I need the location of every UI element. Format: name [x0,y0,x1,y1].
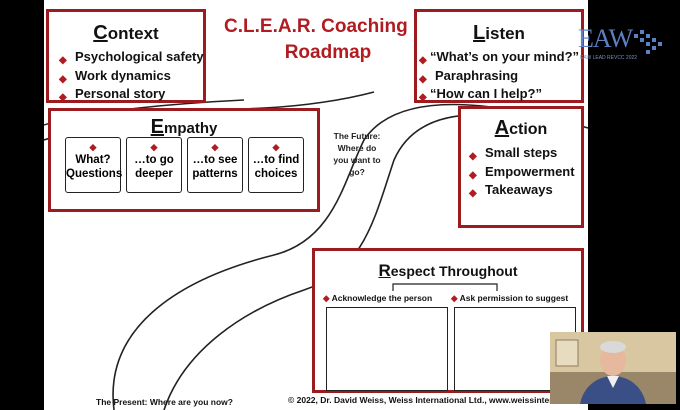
respect-sub-right: ◆ Ask permission to suggest [451,293,569,303]
listen-header: Listen [417,22,581,45]
context-item: Psychological safety [57,48,204,70]
empathy-box: Empathy ◆ What? Questions ◆ …to go deepe… [48,108,320,212]
empathy-card-line1: …to find [252,154,300,166]
presenter-image [550,332,676,404]
listen-list: “What’s on your mind?” Paraphrasing “How… [417,48,581,107]
context-box: Context Psychological safety Work dynami… [46,9,206,107]
empathy-initial: E [150,116,164,138]
webcam-video-feed [550,332,676,404]
empathy-card-what: ◆ What? Questions [65,137,123,193]
present-note: The Present: Where are you now? [96,397,233,407]
context-list: Psychological safety Work dynamics Perso… [57,48,204,107]
action-list: Small steps Empowerment Takeaways [467,144,581,203]
context-item: Personal story [57,85,203,107]
action-item: Takeaways [467,181,581,203]
context-header: Context [49,22,203,45]
action-item: Empowerment [467,163,581,185]
action-box: Action Small steps Empowerment Takeaways [458,106,584,228]
action-header: Action [461,117,581,140]
context-rest: ontext [107,24,159,43]
empathy-card-choices: ◆ …to find choices [248,137,304,193]
slide-title: C.L.E.A.R. Coaching ™ Roadmap [208,14,448,66]
respect-sub-right-label: Ask permission to suggest [459,293,569,303]
listen-item: Paraphrasing [417,67,581,89]
listen-initial: L [473,22,486,44]
presentation-slide: C.L.E.A.R. Coaching ™ Roadmap Context Ps… [44,0,588,410]
context-initial: C [93,22,108,44]
empathy-rest: mpathy [164,120,218,137]
title-line-2: Roadmap [284,42,372,63]
action-initial: A [494,117,510,139]
empathy-card-line2: patterns [192,168,238,180]
empathy-card-deeper: ◆ …to go deeper [126,137,182,193]
empathy-card-line1: …to go [134,154,174,166]
respect-bracket [392,283,498,291]
logo-subtitle: EAW LEAD REVCC 2022 [580,55,638,61]
empathy-card-line2: deeper [135,168,173,180]
respect-box: Respect Throughout ◆ Acknowledge the per… [312,248,584,393]
empathy-card-line2: Questions [66,168,123,180]
listen-item: “What’s on your mind?” [417,48,581,70]
empathy-header: Empathy [51,116,317,139]
listen-item: “How can I help?” [417,85,581,107]
context-item: Work dynamics [57,67,203,89]
empathy-card-line1: …to see [192,154,238,166]
listen-rest: isten [485,24,525,43]
respect-sub-left-label: Acknowledge the person [331,293,433,303]
action-rest: ction [509,121,548,138]
respect-box-left [326,307,448,391]
title-line-1: C.L.E.A.R. Coaching ™ [224,16,432,37]
empathy-card-line1: What? [75,154,111,166]
respect-initial: R [378,261,391,280]
future-note: The Future: Where do you want to go? [333,131,381,177]
listen-box: Listen “What’s on your mind?” Paraphrasi… [414,9,584,107]
copyright: © 2022, Dr. David Weiss, Weiss Internati… [288,395,573,405]
respect-rest: espect Throughout [390,263,518,279]
logo-text: EAW [578,24,633,53]
action-item: Small steps [467,144,581,166]
empathy-card-line2: choices [254,168,298,180]
respect-header: Respect Throughout [315,261,581,281]
empathy-card-patterns: ◆ …to see patterns [187,137,243,193]
respect-sub-left: ◆ Acknowledge the person [323,293,433,303]
conference-logo: EAW EAW LEAD REVCC 2022 [576,22,668,66]
logo-dots-icon [634,30,662,54]
